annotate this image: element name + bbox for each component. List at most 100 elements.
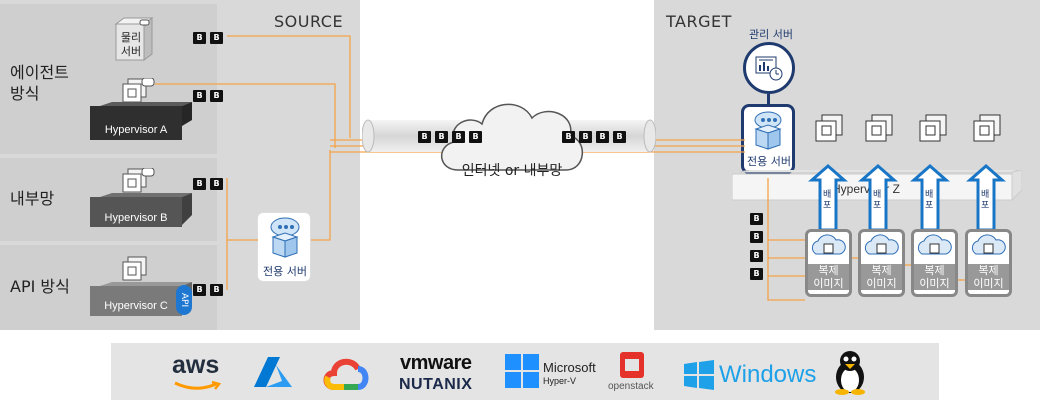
deploy-arrow-4 (966, 164, 1006, 232)
vm-stack-icon (973, 114, 1001, 142)
badge-tgt-1: B (750, 213, 763, 225)
windows-logo-icon (684, 360, 714, 390)
source-title: SOURCE (274, 12, 344, 31)
vm-icon (122, 256, 147, 281)
hypervisor-a-label: Hypervisor A (104, 124, 168, 136)
microsoft-text: Microsoft (543, 360, 596, 375)
target-vm-3 (916, 114, 950, 150)
target-dedicated-server-label: 전용 서버 (747, 155, 791, 168)
vm-stack-icon (122, 167, 155, 193)
row-label-agent-line1: 에이전트 (10, 63, 69, 82)
row-label-api: API 방식 (10, 277, 70, 296)
platform-bar (111, 343, 939, 400)
replica-1-line1: 복제 (808, 264, 849, 277)
vm-stack-icon (919, 114, 947, 142)
api-tag: API (176, 285, 192, 315)
cloud-disk-icon (864, 234, 899, 255)
replica-2-line2: 이미지 (861, 277, 902, 290)
dashboard-icon (755, 56, 783, 81)
badge-net-8: B (613, 131, 626, 143)
badge-src-3b: B (210, 178, 223, 190)
replica-4-line2: 이미지 (968, 277, 1009, 290)
dedicated-server-icon (754, 111, 782, 150)
google-cloud-logo (323, 358, 369, 390)
badge-tgt-2: B (750, 231, 763, 243)
aws-logo: aws (172, 352, 224, 392)
target-vm-1 (812, 114, 846, 150)
deploy-arrow-2 (858, 164, 898, 232)
hypervisor-b-label: Hypervisor B (104, 212, 168, 224)
replica-3-line2: 이미지 (914, 277, 955, 290)
badge-tgt-4: B (750, 268, 763, 280)
vm-stack-icon (815, 114, 843, 142)
mgmt-server-label: 관리 서버 (749, 28, 793, 41)
source-dedicated-server-label: 전용 서버 (263, 265, 307, 278)
badge-src-1a: B (193, 32, 206, 44)
badge-src-3a: B (193, 178, 206, 190)
hyper-v-windows-icon (505, 354, 539, 388)
nutanix-logo: NUTANIX (399, 376, 473, 393)
replica-1-line2: 이미지 (808, 277, 849, 290)
physical-server-label-2: 서버 (120, 45, 142, 58)
badge-net-2: B (435, 131, 448, 143)
openstack-logo-icon (620, 352, 644, 378)
cloud-disk-icon (917, 234, 952, 255)
badge-net-3: B (452, 131, 465, 143)
target-vm-4 (970, 114, 1004, 150)
vm-stack-icon (122, 77, 155, 103)
physical-server-label-1: 물리 (120, 31, 142, 44)
badge-net-4: B (469, 131, 482, 143)
openstack-text: openstack (608, 381, 654, 392)
deploy-label-2: 배포 (873, 190, 882, 211)
target-title: TARGET (666, 12, 732, 31)
deploy-label-4: 배포 (981, 190, 990, 211)
aws-smile-icon (174, 380, 222, 390)
replica-image-4: 복제 이미지 (965, 229, 1012, 297)
linux-tux-logo (835, 351, 865, 395)
hypervisor-b-base (90, 193, 192, 227)
replica-4-line1: 복제 (968, 264, 1009, 277)
mgmt-server (743, 42, 795, 94)
target-vm-2 (862, 114, 896, 150)
vm-icon-c (120, 256, 156, 288)
replica-2-line1: 복제 (861, 264, 902, 277)
target-dedicated-server: 전용 서버 (741, 104, 795, 174)
mgmt-connector (767, 94, 770, 106)
deploy-label-3: 배포 (925, 190, 934, 211)
dedicated-server-icon (270, 217, 300, 258)
replica-image-2: 복제 이미지 (858, 229, 905, 297)
replica-image-1: 복제 이미지 (805, 229, 852, 297)
cloud-disk-icon (811, 234, 846, 255)
cloud-label: 인터넷 or 내부망 (461, 163, 563, 179)
row-label-agent-line2: 방식 (10, 84, 40, 103)
windows-text: Windows (719, 361, 817, 388)
badge-net-5: B (562, 131, 575, 143)
azure-logo (254, 357, 292, 387)
badge-src-1b: B (210, 32, 223, 44)
badge-net-1: B (418, 131, 431, 143)
row-label-internal: 내부망 (10, 189, 55, 208)
aws-text: aws (172, 351, 220, 379)
deploy-label-1: 배포 (823, 190, 832, 211)
badge-src-4a: B (193, 284, 206, 296)
hypervisor-a-base (90, 102, 192, 140)
physical-server-cube-icon (114, 17, 154, 61)
physical-server: 물리 서버 (110, 16, 154, 62)
deploy-arrow-3 (910, 164, 950, 232)
hypervisor-c-label: Hypervisor C (104, 300, 168, 312)
vm-icon-b (120, 167, 156, 200)
deploy-arrow-1 (808, 164, 848, 232)
vmware-logo: vmware (400, 352, 472, 374)
source-dedicated-server: 전용 서버 (257, 212, 311, 282)
badge-net-6: B (579, 131, 592, 143)
badge-src-4b: B (210, 284, 223, 296)
badge-tgt-3: B (750, 250, 763, 262)
cloud-disk-icon (971, 234, 1006, 255)
replica-3-line1: 복제 (914, 264, 955, 277)
deploy-arrows (808, 164, 1006, 232)
vm-icon-a (120, 77, 156, 110)
badge-src-2a: B (193, 90, 206, 102)
badge-net-7: B (596, 131, 609, 143)
replica-image-3: 복제 이미지 (911, 229, 958, 297)
badge-src-2b: B (210, 90, 223, 102)
